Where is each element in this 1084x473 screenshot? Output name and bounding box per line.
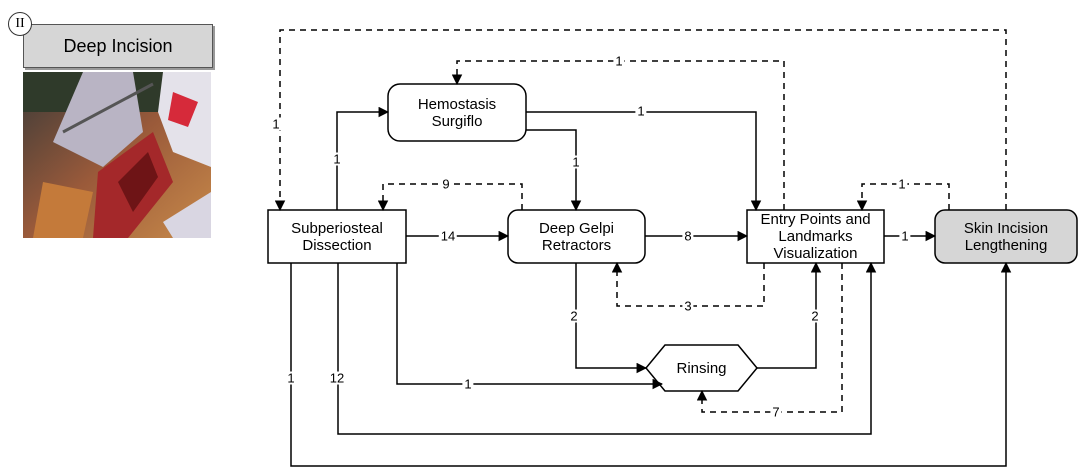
edge-label-subp-to-hemo: 1 [331,151,343,167]
edge-gelpi-to-subp [377,183,523,212]
edge-label-gelpi-to-rinsing: 2 [568,308,580,324]
edge-subp-to-rinsing [396,263,664,390]
edge-label-subp-to-gelpi: 14 [438,228,458,244]
edge-label-entry-to-rinsing: 7 [770,404,782,420]
edge-subp-to-hemo [336,106,390,210]
edge-label-subp-to-entry: 12 [327,370,347,386]
edge-label-gelpi-to-entry: 8 [682,228,694,244]
edge-label-entry-to-gelpi: 3 [682,298,694,314]
edge-label-hemo-to-gelpi: 1 [570,154,582,170]
edge-label-top-loop: 1 [270,116,282,132]
phase-number-badge: II [8,12,32,36]
edge-entry-to-gelpi [611,261,765,307]
surgical-photo [23,72,211,238]
edge-entry-to-rinsing [696,263,843,413]
edge-label-entry-to-skin: 1 [899,228,911,244]
edge-label-rinsing-to-entry: 2 [809,308,821,324]
phase-title: Deep Incision [23,24,213,68]
edge-hemo-to-gelpi [526,129,582,212]
edge-gelpi-to-rinsing [575,263,648,374]
edge-subp-to-skin [290,261,1012,467]
edge-label-entry-to-hemo: 1 [613,53,625,69]
edge-hemo-to-entry [526,111,762,212]
edge-label-hemo-to-entry: 1 [635,103,647,119]
edge-subp-to-entry [337,261,877,435]
edge-label-gelpi-to-subp: 9 [440,176,452,192]
edge-label-subp-to-skin: 1 [285,370,297,386]
edge-label-skin-to-entry: 1 [896,176,908,192]
edge-rinsing-to-entry [757,261,822,369]
subperiosteal-node [267,209,407,264]
rinsing-label: Rinsing [676,359,727,377]
edge-label-subp-to-rinsing: 1 [462,376,474,392]
